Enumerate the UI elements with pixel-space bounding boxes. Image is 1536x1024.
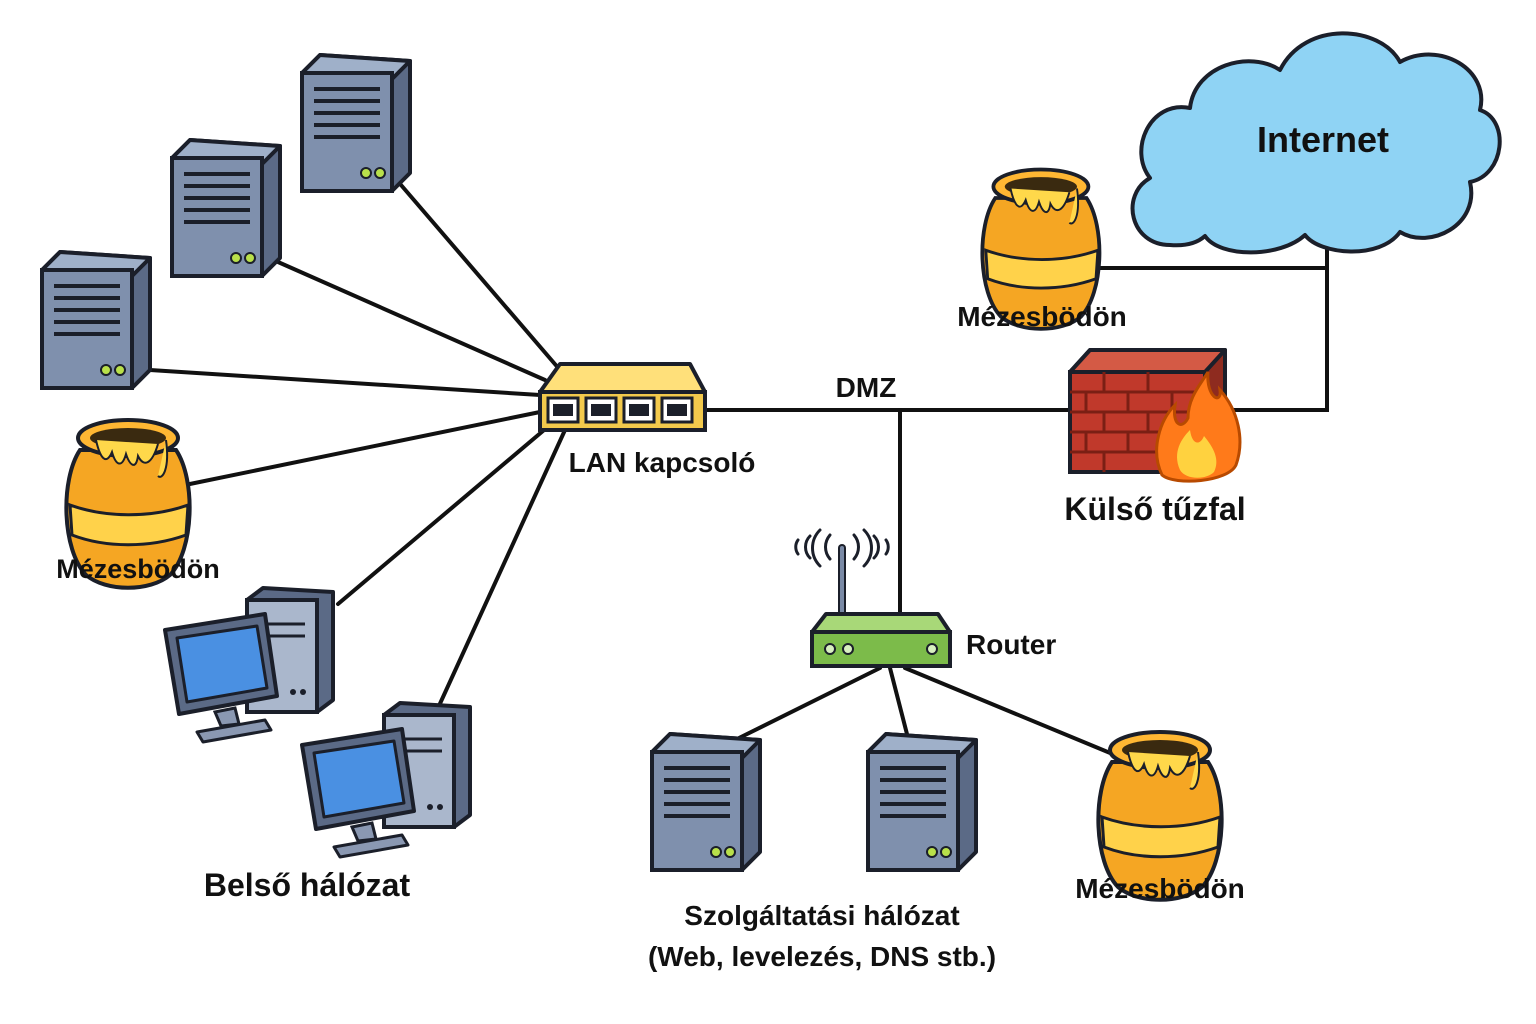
honeypot-bottom-label: Mézesbödön xyxy=(1075,873,1245,904)
internet-label: Internet xyxy=(1257,119,1389,160)
flame-icon xyxy=(1155,371,1242,483)
router: Router xyxy=(794,528,1056,668)
server-tower-icon xyxy=(866,732,978,872)
wire-server1-switch xyxy=(393,176,562,372)
wire-server3-switch xyxy=(148,368,542,397)
server-tower-icon xyxy=(650,732,762,872)
cloud-icon xyxy=(1130,31,1502,255)
connections xyxy=(148,176,1329,757)
router-label: Router xyxy=(966,629,1056,660)
server-tower-icon xyxy=(170,138,282,278)
service-network-label-line1: Szolgáltatási hálózat xyxy=(684,900,959,931)
network-switch-icon xyxy=(538,362,707,432)
service-network-label-line2: (Web, levelezés, DNS stb.) xyxy=(648,941,996,972)
server-tower-icon xyxy=(40,250,152,390)
lan-switch: LAN kapcsoló xyxy=(538,362,756,478)
lan-switch-label: LAN kapcsoló xyxy=(569,447,756,478)
server-tower-icon xyxy=(300,53,412,193)
firewall-label: Külső tűzfal xyxy=(1064,491,1245,527)
desktop-computer-icon xyxy=(163,586,335,744)
internet-cloud: Internet xyxy=(1130,31,1502,255)
wire-workstation1-switch xyxy=(336,423,552,606)
wire-firewall-internet xyxy=(1223,238,1329,412)
wire-router-server-a xyxy=(733,666,882,742)
honeypot-top-label: Mézesbödön xyxy=(957,301,1127,332)
wire-router-server-b xyxy=(888,666,910,740)
wifi-router-icon xyxy=(794,528,952,668)
internal-network-label: Belső hálózat xyxy=(204,867,411,903)
desktop-computer-icon xyxy=(300,701,472,859)
honeypot-top: Mézesbödön xyxy=(957,167,1127,332)
dmz-label: DMZ xyxy=(836,372,897,403)
external-firewall: Külső tűzfal xyxy=(1064,348,1246,527)
wire-honeypot-left-switch xyxy=(183,410,542,487)
wire-router-honeypot-bottom xyxy=(903,666,1117,757)
honeypot-left-label: Mézesbödön xyxy=(56,554,220,584)
honeypot-bottom: Mézesbödön xyxy=(1075,730,1245,904)
wire-workstation2-switch xyxy=(436,428,567,710)
brick-firewall-icon xyxy=(1068,348,1242,483)
wire-server2-switch xyxy=(276,260,547,382)
honeypot-left: Mézesbödön xyxy=(56,418,220,590)
